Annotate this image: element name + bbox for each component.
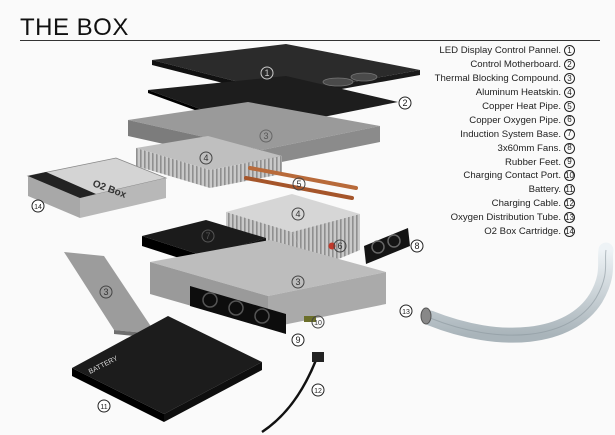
callout-8: 8 [410,239,424,253]
legend-item: Control Motherboard.2 [435,58,575,72]
svg-text:2: 2 [402,98,407,108]
legend-number-badge: 12 [564,198,575,210]
callout-13: 13 [399,304,413,318]
copper-heat-pipes [244,166,358,200]
callout-2: 2 [398,96,412,110]
legend-item: Copper Heat Pipe.5 [435,100,575,114]
svg-text:6: 6 [337,241,342,251]
legend-number-badge: 9 [564,156,575,168]
title-underline [20,40,600,41]
svg-text:11: 11 [100,404,107,411]
legend-label: Oxygen Distribution Tube. [450,212,561,224]
callout-1: 1 [260,66,274,80]
legend-number-badge: 1 [564,45,575,57]
callout-3a: 3 [259,129,273,143]
base-enclosure [150,240,386,334]
svg-text:10: 10 [314,320,322,327]
legend-item: Battery.11 [435,183,575,197]
legend-label: Induction System Base. [460,128,561,140]
legend-label: 3x60mm Fans. [497,142,561,154]
legend-label: Charging Cable. [491,198,561,210]
legend-item: O2 Box Cartridge.14 [435,225,575,239]
legend-number-badge: 13 [564,212,575,224]
legend-item: Charging Cable.12 [435,197,575,211]
legend-number-badge: 8 [564,142,575,154]
svg-text:3: 3 [263,131,268,141]
svg-text:8: 8 [414,241,419,251]
legend-item: 3x60mm Fans.8 [435,141,575,155]
svg-text:9: 9 [295,335,300,345]
callout-9: 9 [291,333,305,347]
svg-text:1: 1 [264,68,269,78]
svg-text:13: 13 [402,309,410,316]
legend-item: Rubber Feet.9 [435,155,575,169]
legend-label: Battery. [528,184,561,196]
page-title: THE BOX [20,14,129,41]
svg-text:3: 3 [103,287,108,297]
callout-6: 6 [333,239,347,253]
legend-item: Thermal Blocking Compound.3 [435,72,575,86]
legend-number-badge: 4 [564,87,575,99]
oxygen-distribution-tube [420,242,614,343]
legend-label: O2 Box Cartridge. [484,226,561,238]
callout-7: 7 [201,229,215,243]
legend-item: Copper Oxygen Pipe.6 [435,113,575,127]
svg-text:5: 5 [296,179,301,189]
callout-4b: 4 [291,207,305,221]
legend-item: Oxygen Distribution Tube.13 [435,211,575,225]
callout-10: 10 [311,315,325,329]
legend-label: Charging Contact Port. [463,170,561,182]
legend-number-badge: 14 [564,226,575,238]
legend-number-badge: 3 [564,73,575,85]
legend-number-badge: 5 [564,101,575,112]
legend-number-badge: 7 [564,128,575,140]
legend-label: Thermal Blocking Compound. [434,73,561,85]
callout-12: 12 [311,383,325,397]
legend-label: LED Display Control Pannel. [439,45,561,57]
callout-4a: 4 [199,151,213,165]
svg-text:14: 14 [34,204,42,211]
charging-cable [261,352,324,434]
svg-text:7: 7 [205,231,210,241]
svg-text:3: 3 [295,277,300,287]
legend-label: Copper Heat Pipe. [482,101,561,112]
legend-label: Copper Oxygen Pipe. [469,114,561,126]
callout-14: 14 [31,199,45,213]
battery: BATTERY [72,316,262,422]
fans-right [364,228,410,264]
callout-5: 5 [292,177,306,191]
legend-item: Aluminum Heatskin.4 [435,86,575,100]
svg-text:12: 12 [314,388,322,395]
legend-number-badge: 10 [564,170,575,182]
legend-label: Aluminum Heatskin. [475,87,561,99]
legend-number-badge: 6 [564,114,575,126]
legend-item: Induction System Base.7 [435,127,575,141]
svg-text:4: 4 [295,209,300,219]
legend-number-badge: 2 [564,59,575,71]
legend-label: Control Motherboard. [470,59,561,71]
legend-item: LED Display Control Pannel.1 [435,44,575,58]
callout-3c: 3 [99,285,113,299]
svg-text:4: 4 [203,153,208,163]
callout-3b: 3 [291,275,305,289]
o2-box-cartridge: O2 Box [26,157,168,218]
legend-item: Charging Contact Port.10 [435,169,575,183]
thermal-side-panel [64,252,156,338]
callout-11: 11 [97,399,111,413]
legend-label: Rubber Feet. [505,156,561,168]
legend-number-badge: 11 [564,184,575,196]
